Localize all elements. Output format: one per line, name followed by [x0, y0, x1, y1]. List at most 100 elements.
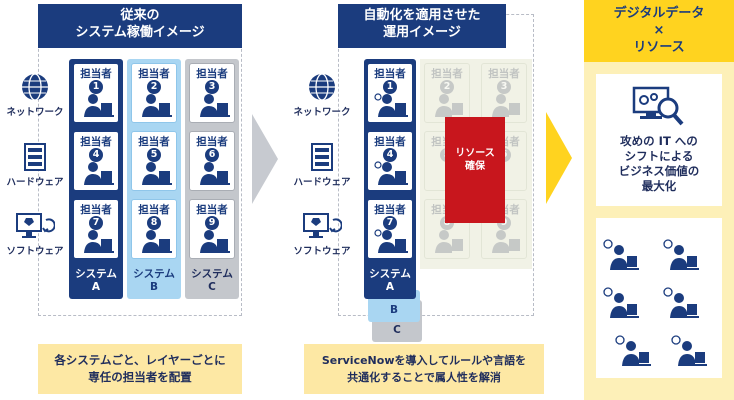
- person-card-9: 担当者 9: [189, 199, 235, 259]
- worker-at-laptop-icon: [84, 162, 114, 185]
- system-c-label-line2: C: [208, 281, 216, 293]
- middle-person-card-3: 担当者 3: [481, 63, 527, 123]
- person-card-7: 担当者 7: [73, 199, 119, 259]
- left-caption: 各システムごと、レイヤーごとに 専任の担当者を配置: [38, 344, 242, 394]
- person-number: 3: [497, 80, 511, 94]
- person-label: 担当者: [138, 136, 170, 148]
- person-number: 3: [205, 80, 219, 94]
- worker-at-laptop-icon: [200, 94, 230, 117]
- worker-with-idea-icon: [374, 229, 408, 253]
- person-number: 4: [383, 148, 397, 162]
- person-number: 2: [440, 80, 454, 94]
- worker-at-laptop-icon: [200, 230, 230, 253]
- person-number: 5: [147, 148, 161, 162]
- software-monitor-icon: [303, 213, 342, 238]
- person-number: 7: [383, 216, 397, 230]
- row-label-software: ソフトウェア: [3, 212, 67, 257]
- right-main-card: 攻めの IT への シフトによる ビジネス価値の 最大化: [596, 74, 722, 206]
- middle-person-card-4: 担当者 4: [367, 131, 413, 191]
- analytics-search-icon: [632, 86, 684, 126]
- worker-at-laptop-icon: [84, 230, 114, 253]
- left-title-line1: 従来の: [120, 8, 160, 23]
- row-label-hardware: ハードウェア: [3, 143, 67, 188]
- middle-system-a-label-line1: システム: [369, 268, 411, 280]
- system-a-label: システム A: [69, 268, 123, 294]
- worker-at-laptop-icon: [84, 94, 114, 117]
- worker-with-idea-icon: [374, 93, 408, 117]
- person-label: 担当者: [431, 68, 463, 80]
- middle-title-line1: 自動化を適用させた: [363, 8, 481, 23]
- middle-title-line2: 運用イメージ: [383, 25, 461, 40]
- system-b-label-line2: B: [149, 281, 158, 293]
- middle-system-c-label: C: [393, 324, 401, 336]
- server-icon: [24, 143, 46, 171]
- network-globe-icon: [309, 73, 335, 101]
- middle-row-label-software: ソフトウェア: [290, 212, 354, 257]
- person-card-8: 担当者 8: [131, 199, 177, 259]
- person-label: 担当者: [138, 68, 170, 80]
- worker-with-idea-icon: [671, 335, 707, 366]
- person-number: 2: [147, 80, 161, 94]
- middle-person-card-7: 担当者 7: [367, 199, 413, 259]
- right-text-line2: シフトによる: [624, 149, 694, 163]
- person-label: 担当者: [196, 136, 228, 148]
- right-people-card: [596, 218, 722, 378]
- worker-with-idea-icon: [603, 239, 639, 270]
- gray-arrow-right-icon: [252, 114, 278, 204]
- person-label: 担当者: [374, 68, 406, 80]
- person-card-6: 担当者 6: [189, 131, 235, 191]
- system-b-label-line1: システム: [133, 268, 175, 280]
- person-card-5: 担当者 5: [131, 131, 177, 191]
- middle-row-label-network: ネットワーク: [290, 73, 354, 118]
- person-label: 担当者: [488, 68, 520, 80]
- resource-secured-box: リソース 確保: [445, 117, 505, 223]
- person-card-1: 担当者 1: [73, 63, 119, 123]
- person-label: 担当者: [196, 204, 228, 216]
- network-globe-icon: [22, 73, 48, 101]
- worker-with-idea-icon: [374, 161, 408, 185]
- person-label: 担当者: [374, 204, 406, 216]
- software-monitor-icon: [16, 213, 55, 238]
- system-a-label-line2: A: [91, 281, 101, 293]
- left-caption-line2: 専任の担当者を配置: [88, 370, 192, 384]
- resource-label-line1: リソース: [455, 148, 495, 159]
- worker-at-laptop-icon: [435, 230, 463, 253]
- system-b-label: システム B: [127, 268, 181, 294]
- right-text-line3: ビジネス価値の: [618, 164, 700, 178]
- yellow-arrow-right-icon: [546, 112, 572, 204]
- person-label: 担当者: [196, 68, 228, 80]
- system-c-label: システム C: [185, 268, 239, 294]
- system-c-label-line1: システム: [191, 268, 233, 280]
- worker-at-laptop-icon: [492, 230, 520, 253]
- middle-row-label-software-text: ソフトウェア: [293, 246, 351, 257]
- left-title: 従来の システム稼働イメージ: [38, 4, 242, 48]
- person-number: 7: [89, 216, 103, 230]
- right-text-line4: 最大化: [641, 179, 677, 193]
- person-number: 1: [89, 80, 103, 94]
- row-label-software-text: ソフトウェア: [6, 246, 64, 257]
- person-label: 担当者: [80, 136, 112, 148]
- right-title-line1: デジタルデータ: [613, 6, 705, 21]
- middle-person-card-2: 担当者 2: [424, 63, 470, 123]
- middle-title: 自動化を適用させた 運用イメージ: [338, 4, 506, 48]
- worker-at-laptop-icon: [492, 94, 520, 117]
- system-a-label-line1: システム: [75, 268, 117, 280]
- row-label-hardware-text: ハードウェア: [6, 177, 64, 188]
- worker-with-idea-icon: [603, 287, 639, 318]
- middle-row-label-network-text: ネットワーク: [293, 107, 351, 118]
- left-caption-line1: 各システムごと、レイヤーごとに: [54, 353, 226, 367]
- person-number: 1: [383, 80, 397, 94]
- person-card-2: 担当者 2: [131, 63, 177, 123]
- person-label: 担当者: [374, 136, 406, 148]
- worker-at-laptop-icon: [200, 162, 230, 185]
- person-card-3: 担当者 3: [189, 63, 235, 123]
- middle-system-a-label: システム A: [364, 268, 416, 294]
- right-main-text: 攻めの IT への シフトによる ビジネス価値の 最大化: [596, 134, 722, 194]
- worker-with-idea-icon: [663, 287, 699, 318]
- person-number: 8: [147, 216, 161, 230]
- middle-row-label-hardware: ハードウェア: [290, 143, 354, 188]
- right-title-line3: リソース: [633, 40, 685, 55]
- right-title: デジタルデータ × リソース: [584, 0, 734, 62]
- person-number: 4: [89, 148, 103, 162]
- middle-person-card-1: 担当者 1: [367, 63, 413, 123]
